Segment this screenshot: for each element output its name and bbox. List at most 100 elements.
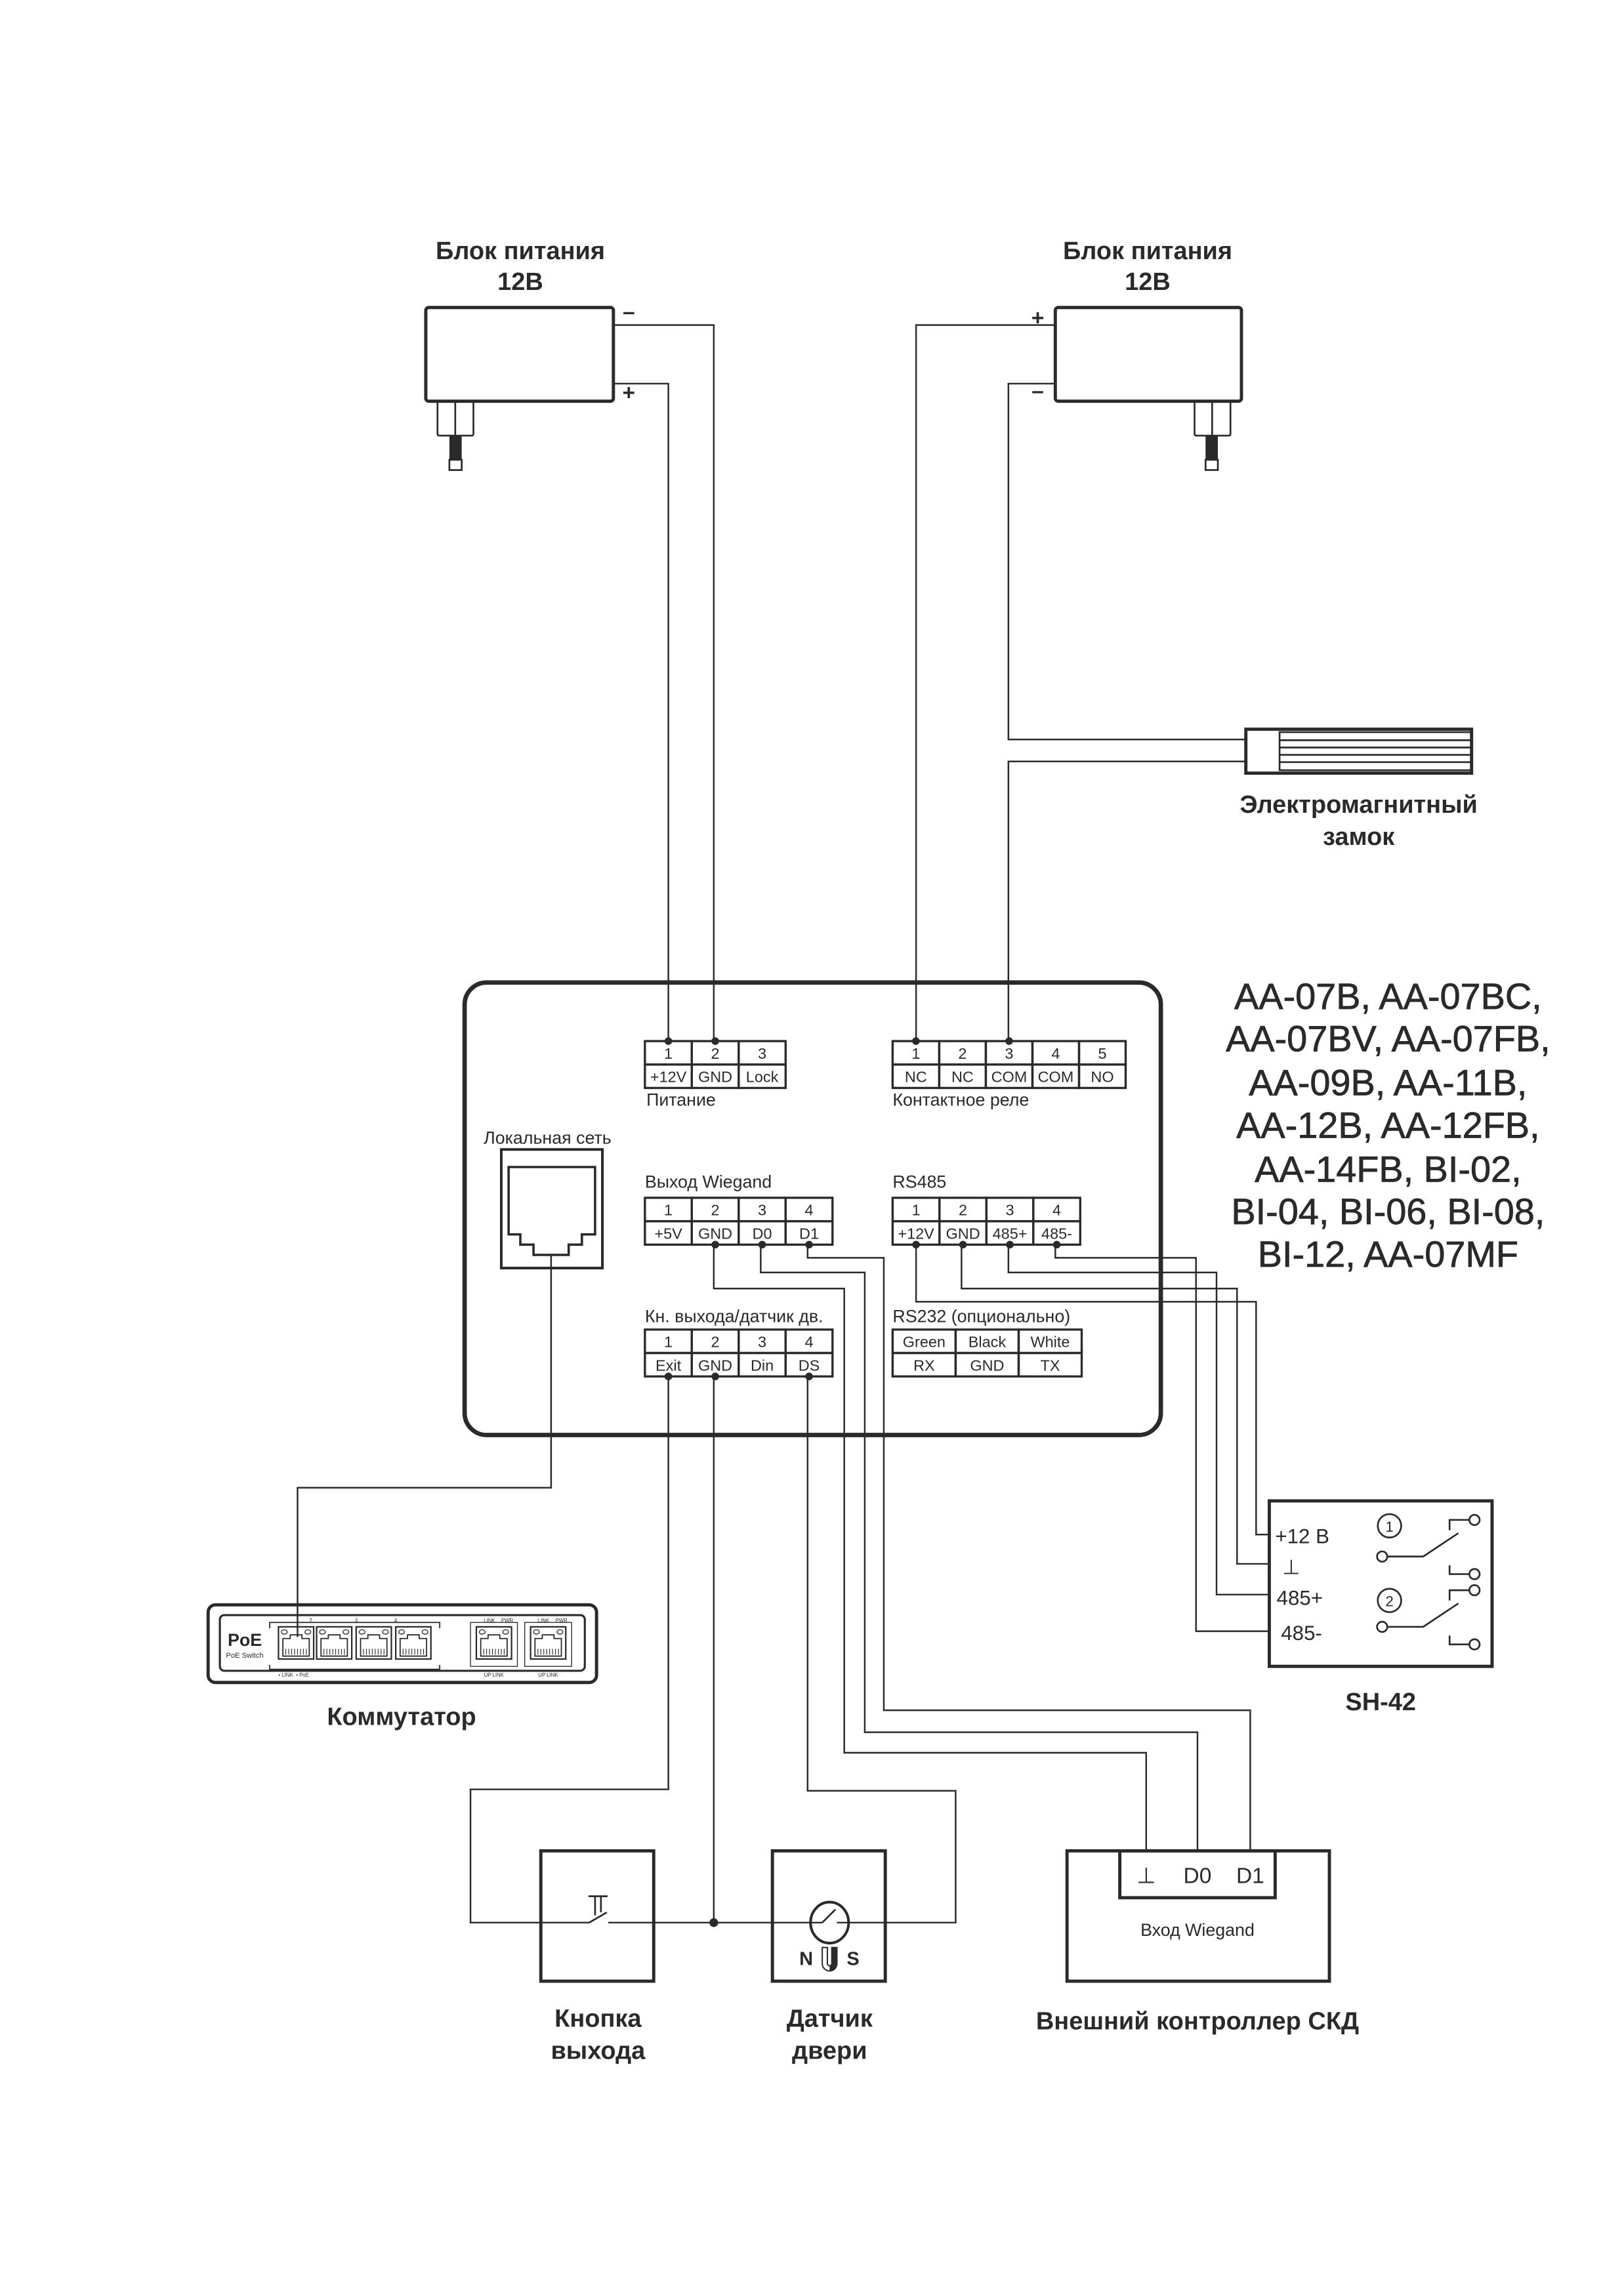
terminal-pin-number: 4 xyxy=(1051,1045,1060,1062)
terminal-pin-label: +12V xyxy=(650,1069,687,1086)
uplink-label: UP LINK xyxy=(538,1672,558,1678)
terminal-pin-number: 4 xyxy=(805,1334,814,1351)
terminal-pin-number: 4 xyxy=(805,1202,814,1219)
psu-left-title: Блок питания xyxy=(436,237,605,265)
model-line: BI-04, BI-06, BI-08, xyxy=(1231,1191,1545,1232)
door-sensor: N S Датчик двери xyxy=(770,1849,887,2064)
wire-psu-left-plus-12v xyxy=(613,382,669,1043)
switch-label: Коммутатор xyxy=(327,1703,476,1731)
wire-psu-right-minus-lock xyxy=(1007,382,1246,741)
wire-wiegand-gnd xyxy=(713,1244,1148,1853)
ethernet-port-icon xyxy=(282,1634,310,1657)
uplink-label: UP LINK xyxy=(484,1672,505,1678)
psu-left-plus: + xyxy=(622,380,635,405)
acs-input-title: Вход Wiegand xyxy=(1140,1920,1255,1940)
terminal-pin-label: GND xyxy=(698,1225,732,1242)
terminal-pin-number: White xyxy=(1031,1334,1070,1351)
terminal-connection-dot xyxy=(1006,1240,1014,1249)
electromagnetic-lock: Электромагнитный замок xyxy=(1240,728,1478,851)
magnet-south: S xyxy=(846,1949,859,1970)
sh42-label: SH-42 xyxy=(1345,1689,1416,1716)
exit-button-label-line1: Кнопка xyxy=(554,2005,642,2032)
door-sensor-label-line2: двери xyxy=(792,2037,867,2064)
wire-rs485-12v xyxy=(915,1244,1270,1536)
terminal-pin-label: GND xyxy=(698,1069,732,1086)
relay-block-title: Контактное реле xyxy=(892,1090,1029,1109)
terminal-pin-label: NO xyxy=(1091,1069,1114,1086)
uplink-led-link: LINK xyxy=(538,1618,550,1624)
poe-port-1 xyxy=(278,1626,315,1660)
terminal-pin-label: TX xyxy=(1041,1357,1060,1374)
acs-terminal-gnd: ⊥ xyxy=(1136,1864,1156,1889)
terminal-pin-number: 3 xyxy=(758,1045,766,1062)
wiegand-out-title: Выход Wiegand xyxy=(645,1172,772,1191)
terminal-pin-label: D0 xyxy=(753,1225,772,1242)
terminal-connection-dot xyxy=(711,1372,719,1381)
acs-terminal-d0: D0 xyxy=(1184,1864,1212,1889)
model-line: AA-07BV, AA-07FB, xyxy=(1226,1018,1551,1059)
terminal-cell xyxy=(738,1063,787,1090)
terminal-pin-label: GND xyxy=(698,1357,732,1374)
exit-button: Кнопка выхода xyxy=(539,1849,656,2064)
wire-rs485-minus xyxy=(1054,1244,1270,1632)
terminal-pin-label: GND xyxy=(946,1225,980,1242)
psu-left-body xyxy=(424,306,615,403)
wire-exit xyxy=(469,1376,669,1924)
power-block-title: Питание xyxy=(646,1090,716,1109)
ethernet-port-icon xyxy=(399,1634,427,1657)
terminal-connection-dot xyxy=(1052,1240,1061,1249)
controller-body xyxy=(462,980,1163,1437)
terminal-pin-number: 3 xyxy=(758,1202,766,1219)
ethernet-port-icon xyxy=(534,1634,562,1657)
terminal-pin-number: 2 xyxy=(711,1202,720,1219)
door-sensor-label-line1: Датчик xyxy=(787,2005,873,2032)
exit-button-body xyxy=(539,1849,656,1983)
junction-dot xyxy=(709,1918,718,1927)
sh42-terminal-gnd: ⊥ xyxy=(1282,1556,1300,1579)
switch-brand: PoE xyxy=(228,1630,262,1650)
push-switch-icon xyxy=(589,1912,608,1923)
terminal-connection-dot xyxy=(805,1372,813,1381)
poe-port-4 xyxy=(394,1626,432,1660)
psu-right-title: Блок питания xyxy=(1063,237,1232,265)
uplink-led-link: LINK xyxy=(484,1618,495,1624)
lock-label-line2: замок xyxy=(1323,823,1395,851)
terminal-pin-label: COM xyxy=(991,1069,1028,1086)
uplink-led-pwr: PWR xyxy=(556,1618,568,1624)
uplink-led-pwr: PWR xyxy=(501,1618,514,1624)
model-line: AA-07B, AA-07BC, xyxy=(1234,975,1542,1017)
port-number: 4 xyxy=(394,1618,398,1624)
model-line: BI-12, AA-07MF xyxy=(1258,1233,1518,1275)
wires xyxy=(297,324,1270,1927)
terminal-pin-number: 1 xyxy=(912,1202,921,1219)
terminal-pin-label: +12V xyxy=(898,1225,934,1242)
terminal-pin-number: 5 xyxy=(1098,1045,1106,1062)
ethernet-port-icon xyxy=(360,1634,388,1657)
terminal-connection-dot xyxy=(711,1037,719,1045)
port-number: 3 xyxy=(355,1618,358,1624)
psu-left-minus: – xyxy=(623,300,635,325)
port-number: 2 xyxy=(309,1618,312,1624)
terminal-pin-number: 2 xyxy=(711,1334,720,1351)
terminal-pin-number: 2 xyxy=(958,1045,967,1062)
poe-port-2 xyxy=(316,1626,353,1660)
rs232-title: RS232 (опционально) xyxy=(892,1307,1070,1326)
terminal-pin-number: 1 xyxy=(664,1334,673,1351)
psu-right-voltage: 12В xyxy=(1125,268,1171,296)
terminal-pin-label: GND xyxy=(970,1357,1004,1374)
wiegand-input-terminals xyxy=(1118,1849,1277,1900)
sh42-body xyxy=(1267,1499,1494,1668)
relay-number: 2 xyxy=(1385,1593,1393,1610)
ethernet-port-icon xyxy=(480,1634,508,1657)
acs-label: Внешний контроллер СКД xyxy=(1036,2008,1359,2036)
terminal-pin-number: 4 xyxy=(1052,1202,1061,1219)
psu-right-minus: – xyxy=(1031,379,1044,403)
terminal-connection-dot xyxy=(711,1240,719,1249)
sh42-terminal-485-plus: 485+ xyxy=(1277,1586,1323,1609)
